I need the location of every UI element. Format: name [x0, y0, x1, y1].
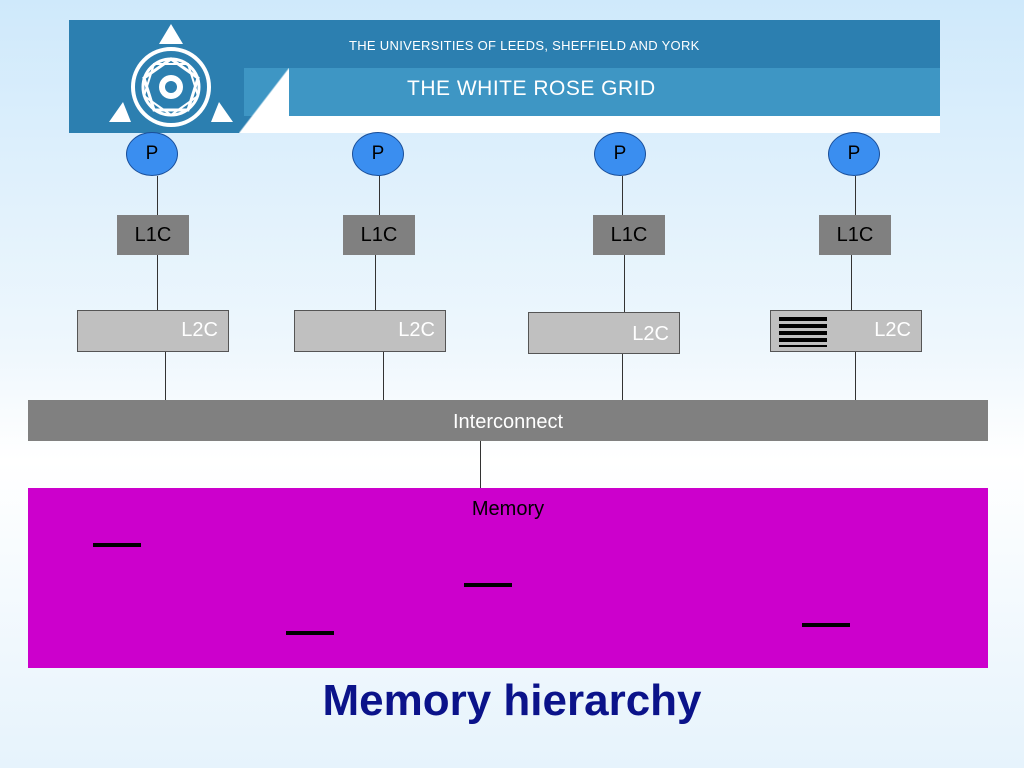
- wire-l2-bus-3: [622, 354, 623, 400]
- wire-l2-bus-1: [165, 352, 166, 400]
- memory-line-marker: [464, 583, 512, 587]
- main-memory-block: Memory: [28, 488, 988, 668]
- processor-node: P: [828, 132, 880, 176]
- l2-cache-box: L2C: [770, 310, 922, 352]
- processor-node: P: [352, 132, 404, 176]
- banner-light-band: [244, 68, 940, 116]
- l2-cache-box: L2C: [77, 310, 229, 352]
- wire-bus-memory: [480, 441, 481, 488]
- wire-p4-l1: [855, 176, 856, 215]
- wire-p3-l1: [622, 176, 623, 215]
- cache-lines-icon: [779, 317, 827, 347]
- memory-line-marker: [802, 623, 850, 627]
- memory-label: Memory: [471, 498, 545, 520]
- banner-white-strip: [279, 116, 940, 133]
- l1-cache-box: L1C: [117, 215, 189, 255]
- wire-l1-l2-4: [851, 255, 852, 310]
- white-rose-logo: [109, 24, 233, 127]
- wire-l1-l2-1: [157, 255, 158, 310]
- l2-cache-box: L2C: [294, 310, 446, 352]
- banner-title-text: THE WHITE ROSE GRID: [407, 77, 656, 100]
- wire-l2-bus-2: [383, 352, 384, 400]
- slide-title: Memory hierarchy: [322, 676, 702, 725]
- header-banner: THE UNIVERSITIES OF LEEDS, SHEFFIELD AND…: [69, 20, 940, 133]
- wire-p2-l1: [379, 176, 380, 215]
- banner-universities-text: THE UNIVERSITIES OF LEEDS, SHEFFIELD AND…: [349, 38, 700, 53]
- l1-cache-box: L1C: [343, 215, 415, 255]
- l1-cache-box: L1C: [819, 215, 891, 255]
- wire-l1-l2-2: [375, 255, 376, 310]
- banner-diagonal-cut: [239, 68, 289, 133]
- l2-cache-label: L2C: [632, 323, 669, 345]
- l2-cache-label: L2C: [398, 319, 435, 341]
- l2-cache-label: L2C: [874, 319, 911, 341]
- wire-l1-l2-3: [624, 255, 625, 312]
- l2-cache-box: L2C: [528, 312, 680, 354]
- processor-node: P: [126, 132, 178, 176]
- memory-line-marker: [93, 543, 141, 547]
- processor-node: P: [594, 132, 646, 176]
- l2-cache-label: L2C: [181, 319, 218, 341]
- wire-l2-bus-4: [855, 352, 856, 400]
- wire-p1-l1: [157, 176, 158, 215]
- interconnect-bus: Interconnect: [28, 400, 988, 441]
- l1-cache-box: L1C: [593, 215, 665, 255]
- memory-line-marker: [286, 631, 334, 635]
